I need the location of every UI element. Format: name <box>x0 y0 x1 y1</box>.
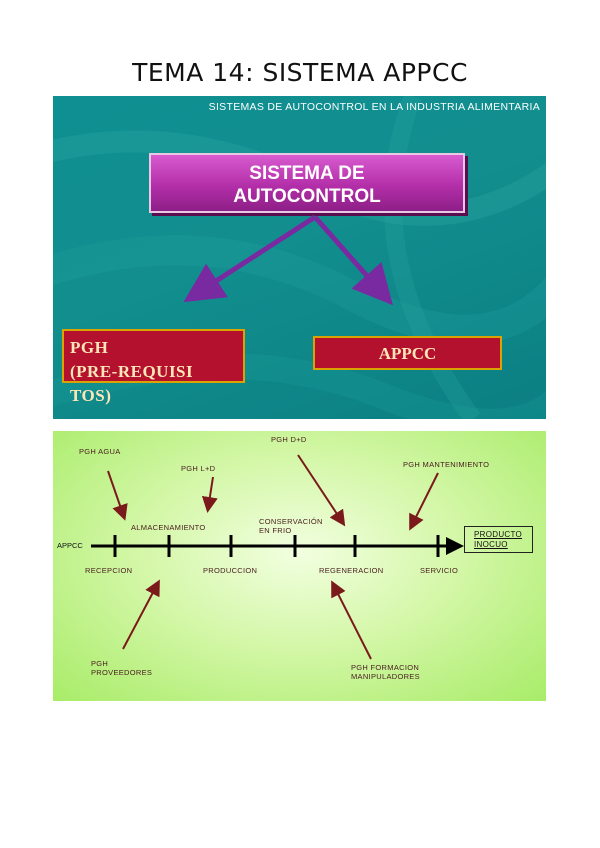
appcc-flow-slide: APPCC RECEPCION PRODUCCION REGENERACION … <box>53 431 546 701</box>
appcc-line-label: APPCC <box>57 541 83 550</box>
pgh-line1: PGH <box>70 338 109 357</box>
pgh-agua-label: PGH AGUA <box>79 447 121 456</box>
stage-regeneracion: REGENERACION <box>319 566 384 575</box>
pgh-text: PGH (PRE-REQUISI TOS) <box>70 336 320 408</box>
stage-servicio: SERVICIO <box>420 566 459 575</box>
arrow-to-appcc <box>313 215 393 306</box>
arrow-pgh-mantenimiento <box>409 472 439 531</box>
arrow-pgh-agua <box>107 470 128 521</box>
branch-arrows <box>183 214 393 306</box>
pgh-line3: TOS) <box>70 386 112 405</box>
stage-produccion: PRODUCCION <box>203 566 258 575</box>
pgh-dd-label: PGH D+D <box>271 435 307 444</box>
main-box-line1: SISTEMA DE <box>249 163 365 184</box>
pgh-line2: (PRE-REQUISI <box>70 362 194 381</box>
stage-conservacion: CONSERVACIÓN EN FRIO <box>259 517 323 535</box>
pgh-proveedores-label: PGH PROVEEDORES <box>91 659 153 677</box>
producto-inocuo-box: PRODUCTO INOCUO <box>464 526 533 553</box>
page-title: TEMA 14: SISTEMA APPCC <box>132 58 468 87</box>
appcc-box: APPCC <box>313 336 502 370</box>
pgh-formacion-label: PGH FORMACION MANIPULADORES <box>351 663 420 681</box>
pgh-box <box>62 329 245 383</box>
arrow-pgh-ld <box>201 476 218 513</box>
pgh-ld-label: PGH L+D <box>181 464 216 473</box>
arrow-pgh-dd <box>297 454 346 527</box>
main-box-line2: AUTOCONTROL <box>233 186 381 207</box>
pgh-mantenimiento-label: PGH MANTENIMIENTO <box>403 460 490 469</box>
autocontrol-slide: SISTEMAS DE AUTOCONTROL EN LA INDUSTRIA … <box>53 96 546 419</box>
stage-almacenamiento: ALMACENAMIENTO <box>131 523 206 532</box>
sistema-autocontrol-box: SISTEMA DE AUTOCONTROL <box>149 153 465 213</box>
stage-recepcion: RECEPCION <box>85 566 133 575</box>
arrow-pgh-formacion <box>331 580 372 660</box>
slide-header: SISTEMAS DE AUTOCONTROL EN LA INDUSTRIA … <box>208 101 540 113</box>
arrow-to-pgh <box>183 214 317 303</box>
flow-diagram <box>91 454 464 660</box>
producto-inocuo-text: PRODUCTO INOCUO <box>474 530 523 549</box>
arrow-pgh-proveedores <box>122 579 160 650</box>
